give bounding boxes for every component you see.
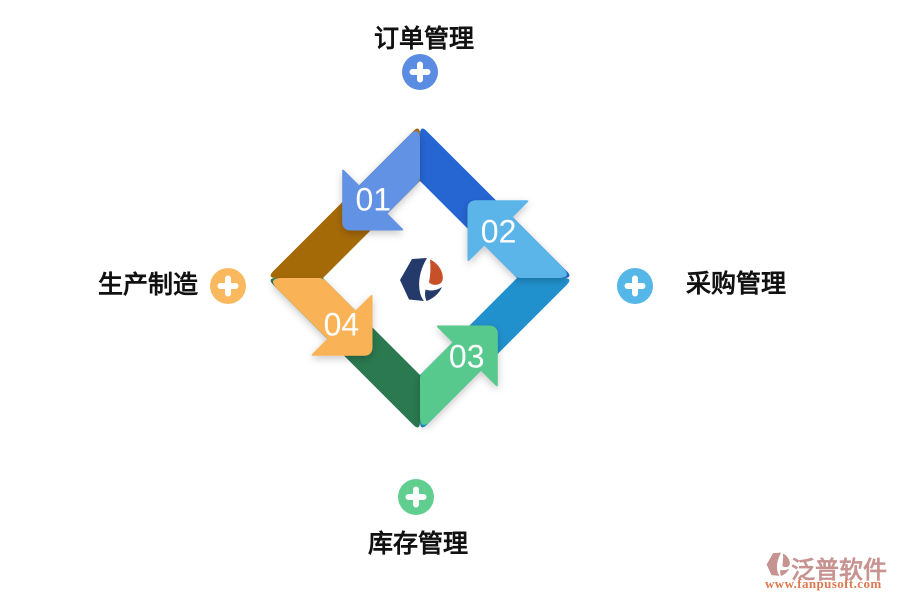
step-number-01: 01: [356, 181, 392, 217]
arrow-01-light: [342, 131, 420, 231]
arrow-heads: [273, 131, 567, 425]
step-number-02: 02: [481, 213, 517, 249]
fanpu-logo-icon: [766, 552, 790, 576]
node-label-order-management: 订单管理: [373, 25, 474, 53]
plus-icon-production-manufacturing[interactable]: [210, 268, 246, 304]
arrow-03-light: [420, 325, 498, 425]
watermark-brand: 泛普软件: [791, 557, 887, 584]
fanpu-logo-flame: [429, 259, 443, 285]
fanpu-logo: [400, 258, 443, 301]
step-numbers: 01 02 03 04: [324, 181, 517, 374]
cycle-arrows: 01 02 03 04: [270, 128, 570, 428]
arrow-04-light: [273, 278, 373, 356]
fanpu-logo-left: [400, 258, 427, 301]
node-label-inventory-management: 库存管理: [367, 530, 468, 558]
watermark-url: www.fanpusoft.com: [765, 576, 882, 591]
step-number-03: 03: [449, 339, 485, 375]
step-number-04: 04: [324, 307, 360, 343]
plus-icon-inventory-management[interactable]: [398, 479, 434, 515]
fanpu-logo-bottom: [425, 287, 442, 301]
node-label-purchase-management: 采购管理: [685, 270, 786, 298]
plus-icon-order-management[interactable]: [402, 54, 438, 90]
plus-icon-purchase-management[interactable]: [617, 268, 653, 304]
arrow-02-light: [467, 200, 567, 278]
watermark: 泛普软件 www.fanpusoft.com: [763, 549, 898, 594]
node-label-production-manufacturing: 生产制造: [97, 271, 198, 299]
